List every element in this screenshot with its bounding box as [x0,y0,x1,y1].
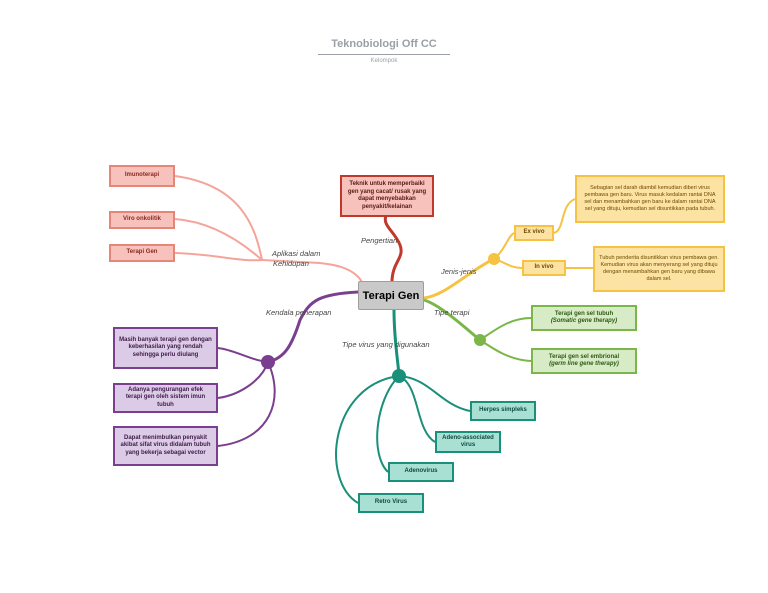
virus-junction [392,369,406,383]
label-aplikasi-line1: Aplikasi dalam [272,249,321,258]
link-retrovirus [335,375,400,504]
node-kendala-imun[interactable]: Adanya pengurangan efek terapi gen oleh … [113,383,218,413]
node-viro-onkolitik[interactable]: Viro onkolitik [109,211,175,229]
node-terapi-sel-tubuh[interactable]: Terapi gen sel tubuh (Somatic gene thera… [531,305,637,331]
label-aplikasi-line2: Kehidupan [273,259,309,268]
node-kendala-penyakit[interactable]: Dapat menimbulkan penyakit akibat sifat … [113,426,218,466]
label-jenis: Jenis-jenis [441,267,477,276]
label-tipe-terapi: Tipe terapi [434,308,470,317]
node-in-vivo-detail[interactable]: Tubuh penderita disuntikkan virus pembaw… [593,246,725,292]
title-underline [318,54,450,55]
link-herpes [398,375,471,412]
label-kendala: Kendala penerapan [266,308,332,317]
page-title: Teknobiologi Off CC [331,38,437,50]
jenis-junction [488,253,500,265]
node-terapi-sel-embrional[interactable]: Terapi gen sel embrional (germ line gene… [531,348,637,374]
node-ex-vivo[interactable]: Ex vivo [514,225,554,241]
link-kendala-1 [217,347,269,363]
link-tipe-embrio [479,339,532,362]
node-adenovirus[interactable]: Adenovirus [388,462,454,482]
node-in-vivo[interactable]: In vivo [522,260,566,276]
node-herpes-simpleks[interactable]: Herpes simpleks [470,401,536,421]
link-adeno-assoc [398,375,436,443]
link-tipe-tubuh [479,317,532,341]
link-imunoterapi [174,175,263,261]
page-subtitle: Kelompok [370,58,398,64]
link-aplikasi-main [261,259,363,283]
node-pengertian-definition[interactable]: Teknik untuk memperbaiki gen yang cacat/… [340,175,434,217]
link-kendala-main [267,290,359,364]
node-adeno-associated-virus[interactable]: Adeno-associated virus [435,431,501,453]
link-adenovirus [376,375,400,473]
central-topic[interactable]: Terapi Gen [358,281,424,310]
link-tipe-main [423,298,481,342]
node-terapi-sel-embrional-sub: (germ line gene therapy) [549,361,619,367]
node-terapi-sel-tubuh-main: Terapi gen sel tubuh [554,310,614,317]
link-pengertian [383,215,403,283]
node-retro-virus[interactable]: Retro Virus [358,493,424,513]
link-viro [174,218,263,261]
node-terapi-sel-tubuh-sub: (Somatic gene therapy) [550,318,618,324]
link-exvivo-detail [553,198,576,234]
label-tipe-virus: Tipe virus yang digunakan [342,340,430,349]
tipe-junction [474,334,486,346]
node-imunoterapi[interactable]: Imunoterapi [109,165,175,187]
node-terapi-gen-app[interactable]: Terapi Gen [109,244,175,262]
node-kendala-keberhasilan[interactable]: Masih banyak terapi gen dengan keberhasi… [113,327,218,369]
label-pengertian: Pengertian [361,236,398,245]
kendala-junction [261,355,275,369]
link-kendala-3 [217,361,276,447]
node-terapi-sel-embrional-main: Terapi gen sel embrional [548,353,620,360]
link-kendala-2 [217,361,269,399]
link-jenis-main [423,257,495,300]
link-terapigen [174,252,263,262]
node-ex-vivo-detail[interactable]: Sebagian sel darah diambil kemudian dibe… [575,175,725,223]
